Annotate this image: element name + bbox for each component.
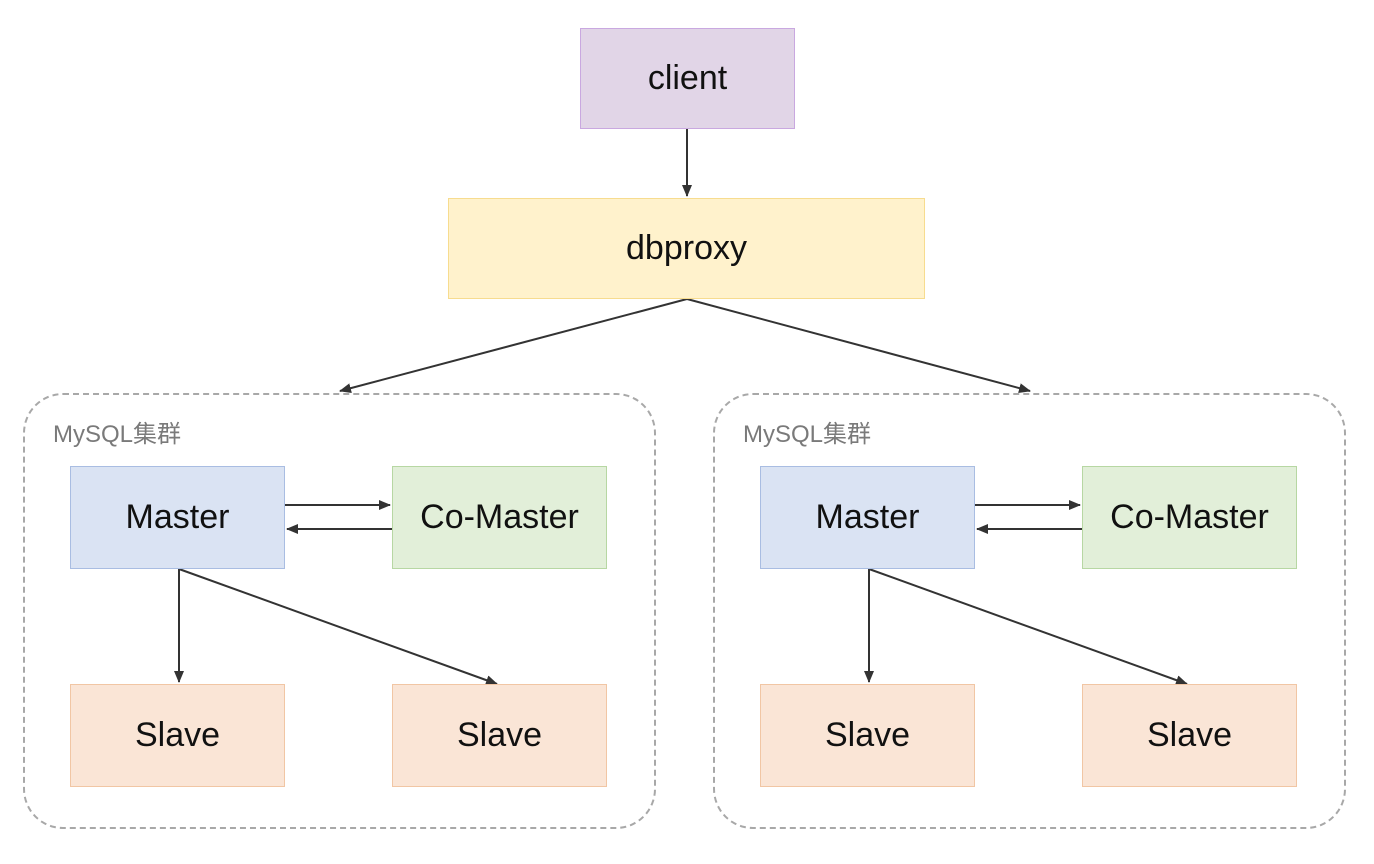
- slave-label: Slave: [824, 716, 911, 754]
- dbproxy-label: dbproxy: [626, 229, 747, 267]
- arrow-dbproxy-to-right-cluster: [686, 298, 1031, 393]
- arrow-master-to-slave2-left: [178, 568, 498, 685]
- slave-label: Slave: [456, 716, 543, 754]
- slave-node-left-1: Slave: [70, 684, 285, 787]
- dbproxy-node: dbproxy: [448, 198, 925, 299]
- master-label: Master: [815, 498, 920, 536]
- comaster-label: Co-Master: [1110, 498, 1269, 536]
- mysql-cluster-right: [713, 393, 1346, 829]
- cluster-label-right: MySQL集群: [743, 421, 872, 448]
- slave-label: Slave: [134, 716, 221, 754]
- mysql-cluster-left: [23, 393, 656, 829]
- slave-label: Slave: [1146, 716, 1233, 754]
- comaster-label: Co-Master: [420, 498, 579, 536]
- master-node-right: Master: [760, 466, 975, 569]
- comaster-node-left: Co-Master: [392, 466, 607, 569]
- arrow-master-to-slave2-right: [868, 568, 1188, 685]
- master-node-left: Master: [70, 466, 285, 569]
- slave-node-left-2: Slave: [392, 684, 607, 787]
- comaster-node-right: Co-Master: [1082, 466, 1297, 569]
- cluster-label-left: MySQL集群: [53, 421, 182, 448]
- slave-node-right-2: Slave: [1082, 684, 1297, 787]
- arrow-dbproxy-to-left-cluster: [339, 298, 688, 394]
- master-label: Master: [125, 498, 230, 536]
- client-label: client: [647, 59, 728, 97]
- slave-node-right-1: Slave: [760, 684, 975, 787]
- client-node: client: [580, 28, 795, 129]
